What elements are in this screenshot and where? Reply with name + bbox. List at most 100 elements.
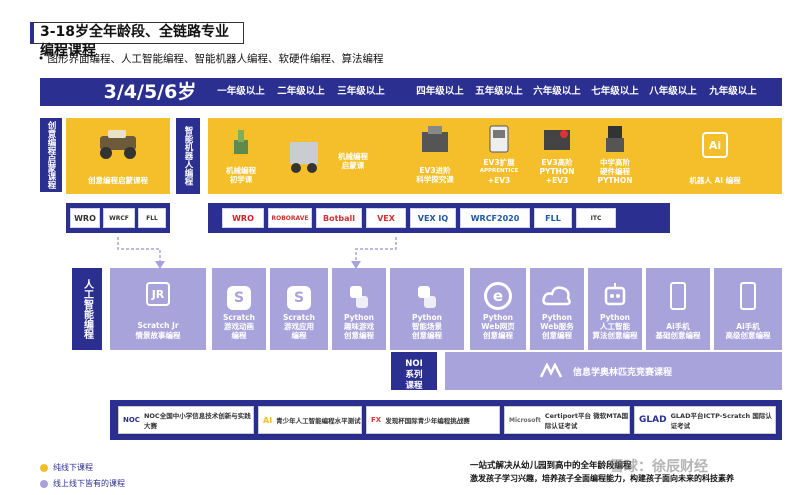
grade-9: 九年级以上 (702, 84, 764, 100)
noc-logo: NOC (123, 416, 140, 424)
programming-card-2[interactable]: S Scratch 游戏动画 编程 (212, 268, 266, 350)
programming-card-1-line1: Scratch Jr (110, 321, 206, 330)
noi-label-line2: 系列 (391, 370, 437, 381)
noc-card[interactable]: NOC NOC全国中小学信息技术创新与实践大赛 (118, 406, 254, 434)
robot-card-5[interactable]: EV3高阶 PYTHON +EV3 (528, 122, 586, 190)
programming-card-2-line3: 编程 (212, 331, 266, 340)
ai-robot-card[interactable]: Ai 机器人 AI 编程 (648, 118, 782, 194)
wrcf2020-logo: WRCF2020 (460, 208, 530, 228)
programming-card-7[interactable]: Python Web服务 创意编程 (530, 268, 584, 350)
programming-card-3-line3: 编程 (270, 331, 328, 340)
programming-card-9[interactable]: Ai手机 基础创意编程 (646, 268, 710, 350)
programming-card-8[interactable]: Python 人工智能 算法创意编程 (588, 268, 642, 350)
robot-card-6-line2: 硬件编程 (586, 167, 644, 176)
connector-right (340, 233, 410, 269)
ev3-advanced-icon (540, 124, 574, 154)
legend-offline: 纯线下课程 (40, 462, 93, 473)
robot-card-5-line3: +EV3 (528, 176, 586, 185)
grade-5: 五年级以上 (470, 84, 528, 100)
scratch-icon-1: S (227, 286, 251, 310)
ai-chip-icon: Ai (702, 132, 728, 158)
programming-card-4-line3: 创意编程 (332, 331, 386, 340)
programming-card-1[interactable]: JR Scratch Jr 情景故事编程 (110, 268, 206, 350)
programming-card-1-line2: 情景故事编程 (110, 331, 206, 340)
legend-offline-label: 纯线下课程 (53, 463, 93, 472)
programming-card-6-line1: Python (470, 313, 526, 322)
robot-card-4-line2: APPRENTICE (470, 167, 528, 176)
programming-card-4[interactable]: Python 趣味游戏 创意编程 (332, 268, 386, 350)
phone-icon-2 (740, 282, 756, 310)
faxian-logo: FX (371, 416, 381, 424)
robot-card-6[interactable]: 中学高阶 硬件编程 PYTHON (586, 122, 644, 190)
programming-card-10[interactable]: Ai手机 高级创意编程 (714, 268, 782, 350)
robot-card-5-line2: PYTHON (528, 167, 586, 176)
vex-logo: VEX (366, 208, 406, 228)
microsoft-logo: Microsoft (509, 417, 541, 424)
faxian-card[interactable]: FX 发现杯国际青少年编程挑战赛 (366, 406, 500, 434)
programming-card-6-line3: 创意编程 (470, 331, 526, 340)
robot-card-1[interactable]: 机械编程 初学课 (212, 122, 270, 190)
robot-card-2[interactable]: 机械编程 启蒙课 (276, 122, 386, 190)
programming-card-7-line2: Web服务 (530, 322, 584, 331)
programming-card-4-line2: 趣味游戏 (332, 322, 386, 331)
legend-online: 线上线下皆有的课程 (40, 478, 125, 489)
robot-card-1-line1: 机械编程 (212, 166, 270, 175)
ev3-brick-icon (486, 124, 512, 154)
scratch-icon-2: S (287, 286, 311, 310)
itc-logo: ITC (576, 208, 616, 228)
humanoid-robot-icon (600, 124, 630, 154)
connector-left (100, 233, 180, 269)
noi-logo-icon (539, 363, 565, 379)
noi-label: NOI 系列 课程 (391, 352, 437, 390)
python-icon-1 (346, 284, 372, 310)
robot-card-5-line1: EV3高阶 (528, 158, 586, 167)
grade-4: 四年级以上 (410, 84, 470, 100)
wrcf-logo: WRCF (103, 208, 135, 228)
robot-arm-icon (226, 128, 256, 158)
ai-test-card[interactable]: AI 青少年人工智能编程水平测试 (258, 406, 362, 434)
watermark: 雪球：徐辰财经 (610, 456, 708, 476)
wro-logo: WRO (70, 208, 100, 228)
grade-8: 八年级以上 (644, 84, 702, 100)
early-course-label: 创意编程启蒙课程 (66, 176, 170, 185)
botball-logo: Botball (316, 208, 362, 228)
robot-card-3[interactable]: EV3进阶 科学探究课 (404, 122, 466, 190)
robot-card-4[interactable]: EV3扩展 APPRENTICE +EV3 (470, 122, 528, 190)
scratch-jr-icon: JR (146, 282, 170, 306)
age-label: 3/4/5/6岁 (80, 80, 220, 104)
early-course-card[interactable]: 创意编程启蒙课程 (66, 118, 170, 194)
robot-card-1-line2: 初学课 (212, 175, 270, 184)
programming-card-4-line1: Python (332, 313, 386, 322)
robot-head-icon (602, 282, 628, 310)
noc-card-text: NOC全国中小学信息技术创新与实践大赛 (144, 410, 253, 430)
fll-logo-left: FLL (138, 208, 166, 228)
robot-card-2-line1: 机械编程 (320, 152, 386, 161)
programming-card-5[interactable]: Python 智能场景 创意编程 (390, 268, 464, 350)
certiport-card[interactable]: Microsoft Certiport平台 微软MTA国际认证考试 (504, 406, 630, 434)
programming-card-9-line2: 基础创意编程 (646, 331, 710, 340)
robot-card-3-line2: 科学探究课 (404, 175, 466, 184)
programming-card-6-line2: Web网页 (470, 322, 526, 331)
glad-card-text: GLAD平台ICTP-Scratch 国际认证考试 (671, 410, 775, 430)
programming-card-6[interactable]: e Python Web网页 创意编程 (470, 268, 526, 350)
robot-card-2-line2: 启蒙课 (320, 161, 386, 170)
ai-test-card-text: 青少年人工智能编程水平测试 (276, 415, 361, 425)
ev3-robot-icon (418, 124, 452, 158)
robot-card-4-line1: EV3扩展 (470, 158, 528, 167)
faxian-card-text: 发现杯国际青少年编程挑战赛 (385, 415, 470, 425)
programming-card-7-line1: Python (530, 313, 584, 322)
glad-card[interactable]: GLAD GLAD平台ICTP-Scratch 国际认证考试 (634, 406, 776, 434)
grade-6: 六年级以上 (528, 84, 586, 100)
robot-card-6-line1: 中学高阶 (586, 158, 644, 167)
robot-card-3-line1: EV3进阶 (404, 166, 466, 175)
noi-course-bar[interactable]: 信息学奥林匹克竞赛课程 (445, 352, 782, 390)
page-subtitle: • 图形界面编程、人工智能编程、智能机器人编程、软硬件编程、算法编程 (38, 51, 384, 66)
phone-icon-1 (670, 282, 686, 310)
robot-kit-icon (286, 128, 322, 174)
grade-2: 二年级以上 (272, 84, 330, 100)
ai-robot-label: 机器人 AI 编程 (648, 176, 782, 185)
programming-card-5-line1: Python (390, 313, 464, 322)
programming-card-3[interactable]: S Scratch 游戏应用 编程 (270, 268, 328, 350)
legend-online-label: 线上线下皆有的课程 (53, 479, 125, 488)
noi-course-label: 信息学奥林匹克竞赛课程 (573, 365, 672, 378)
